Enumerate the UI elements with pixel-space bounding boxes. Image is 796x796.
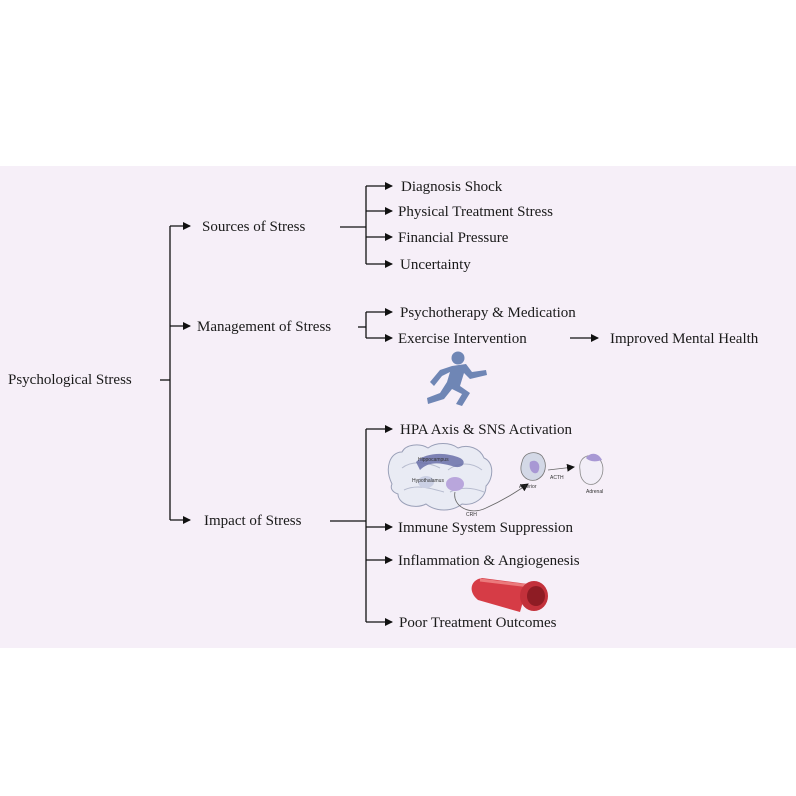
adrenal-label: Adrenal — [586, 489, 603, 495]
node-immune-system-suppression: Immune System Suppression — [398, 519, 573, 537]
hypothalamus-label: Hypothalamus — [412, 478, 444, 484]
node-inflammation-angiogenesis: Inflammation & Angiogenesis — [398, 552, 580, 570]
node-diagnosis-shock: Diagnosis Shock — [401, 178, 502, 196]
node-physical-treatment-stress: Physical Treatment Stress — [398, 203, 553, 221]
blood-vessel-icon — [472, 578, 548, 612]
node-poor-treatment-outcomes: Poor Treatment Outcomes — [399, 614, 557, 632]
brain-icon — [388, 444, 491, 511]
node-improved-mental-health: Improved Mental Health — [610, 330, 758, 348]
crh-label: CRH — [466, 512, 477, 518]
node-uncertainty: Uncertainty — [400, 256, 471, 274]
node-exercise-intervention: Exercise Intervention — [398, 330, 527, 348]
node-impact-of-stress: Impact of Stress — [204, 512, 301, 530]
node-financial-pressure: Financial Pressure — [398, 229, 508, 247]
node-psychotherapy-medication: Psychotherapy & Medication — [400, 304, 576, 322]
hippocampus-label: Hippocampus — [418, 457, 449, 463]
acth-label: ACTH — [550, 475, 564, 481]
node-sources-of-stress: Sources of Stress — [202, 218, 305, 236]
node-hpa-axis-sns-activation: HPA Axis & SNS Activation — [400, 421, 572, 439]
runner-icon — [427, 352, 487, 407]
anterior-label: Anterior — [519, 484, 537, 490]
node-management-of-stress: Management of Stress — [197, 318, 331, 336]
root-node-psychological-stress: Psychological Stress — [8, 371, 132, 389]
